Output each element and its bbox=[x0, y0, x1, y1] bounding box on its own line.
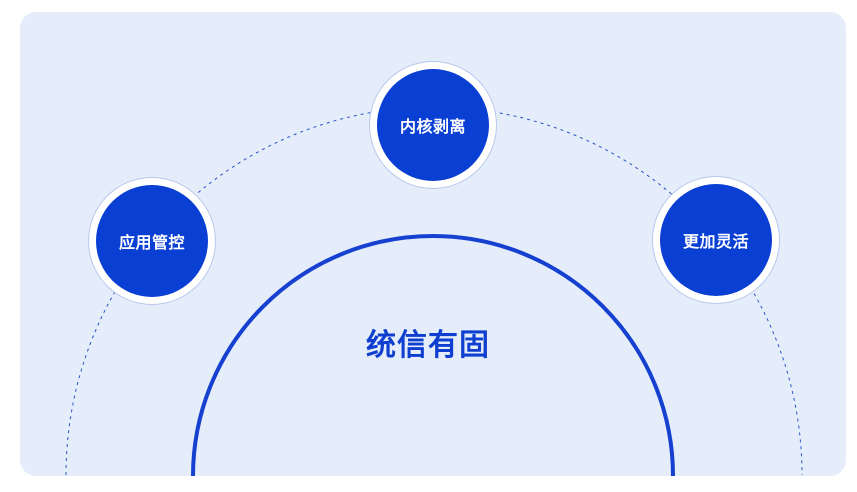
node-kernel-separation-label: 内核剥离 bbox=[399, 117, 466, 136]
node-kernel-separation: 内核剥离 bbox=[370, 62, 496, 188]
node-app-control-label: 应用管控 bbox=[118, 233, 185, 252]
node-more-flexible-circle: 更加灵活 bbox=[660, 184, 772, 296]
outer-dashed-arc bbox=[65, 106, 803, 476]
node-more-flexible-label: 更加灵活 bbox=[682, 232, 749, 251]
node-app-control-circle: 应用管控 bbox=[96, 185, 208, 297]
node-more-flexible: 更加灵活 bbox=[653, 177, 779, 303]
node-kernel-separation-circle: 内核剥离 bbox=[377, 69, 489, 181]
node-app-control: 应用管控 bbox=[89, 178, 215, 304]
inner-solid-arc bbox=[191, 234, 675, 477]
center-title: 统信有固 bbox=[366, 328, 490, 363]
